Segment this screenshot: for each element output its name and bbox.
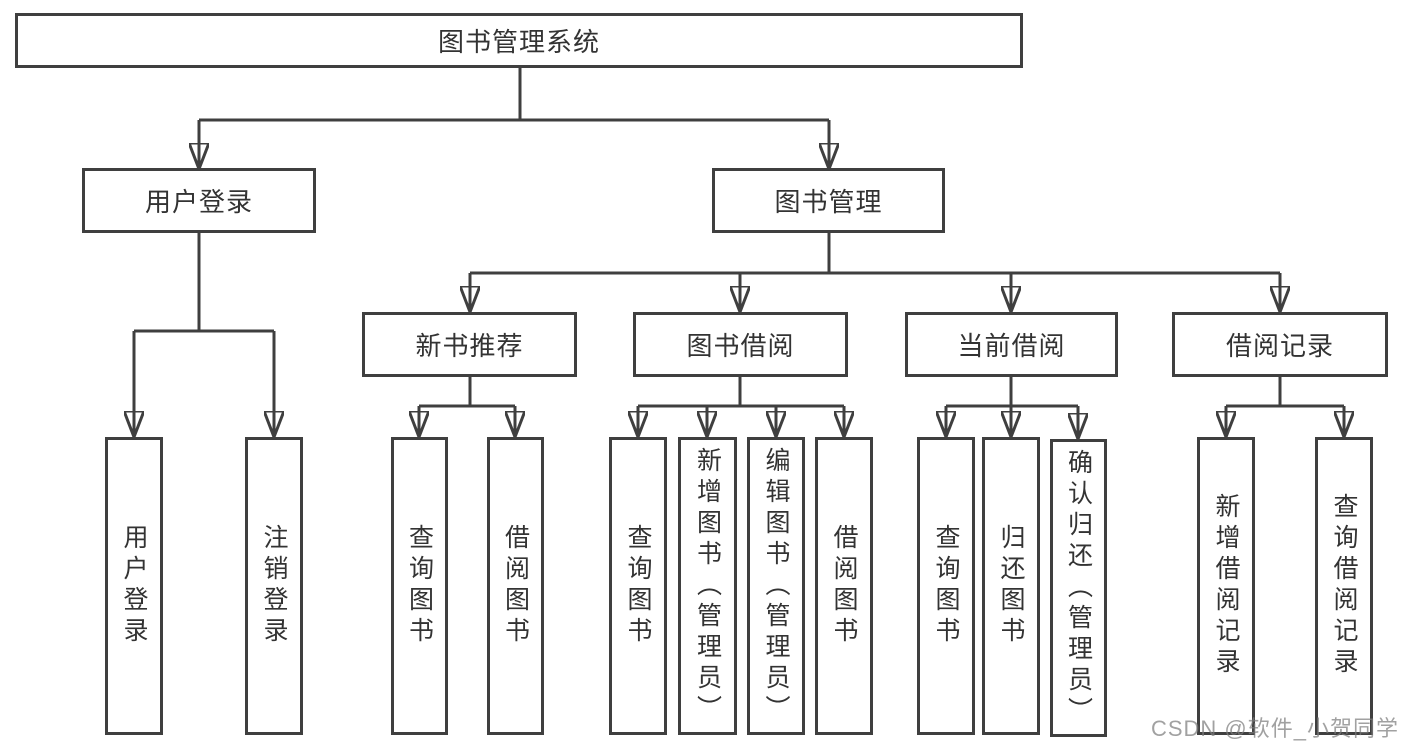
node-label: 图书借阅: [686, 331, 795, 361]
edges-current-borrow-children: [946, 377, 1078, 435]
node-new-book-recommend: 新书推荐: [362, 312, 577, 377]
node-label: 借阅图书: [830, 524, 858, 648]
node-label: 新增图书（管理员）: [693, 446, 722, 726]
node-label: 查询图书: [932, 524, 960, 648]
edges-book-management-children: [470, 233, 1280, 308]
node-label: 用户登录: [144, 187, 253, 217]
node-leaf-nbr-query-books: 查询图书: [391, 437, 448, 735]
node-leaf-logout: 注销登录: [245, 437, 303, 735]
node-label: 归还图书: [997, 524, 1025, 648]
node-leaf-bb-edit-books-admin: 编辑图书（管理员）: [747, 437, 805, 735]
node-label: 编辑图书（管理员）: [762, 446, 790, 726]
node-label: 新增借阅记录: [1212, 493, 1240, 679]
node-user-login: 用户登录: [82, 168, 316, 233]
node-label: 图书管理: [774, 187, 883, 217]
node-book-borrow: 图书借阅: [633, 312, 848, 377]
node-label: 确认归还（管理员）: [1064, 448, 1093, 728]
edges-new-book-recommend-children: [419, 377, 515, 433]
node-leaf-nbr-borrow-books: 借阅图书: [487, 437, 544, 735]
node-leaf-cb-confirm-return-admin: 确认归还（管理员）: [1050, 439, 1107, 737]
node-label: 查询图书: [405, 524, 434, 648]
csdn-watermark: CSDN @软件_小贺同学: [1150, 716, 1399, 741]
node-root: 图书管理系统: [15, 13, 1023, 68]
edges-book-borrow-children: [638, 377, 844, 433]
node-leaf-br-query-record: 查询借阅记录: [1315, 437, 1373, 735]
node-leaf-bb-query-books: 查询图书: [609, 437, 667, 735]
edges-borrow-records-children: [1226, 377, 1344, 433]
node-label: 查询图书: [624, 524, 652, 648]
node-leaf-cb-return-books: 归还图书: [982, 437, 1040, 735]
node-book-management: 图书管理: [712, 168, 945, 233]
node-leaf-bb-add-books-admin: 新增图书（管理员）: [678, 437, 737, 735]
node-label: 用户登录: [120, 524, 148, 648]
node-label: 新书推荐: [415, 331, 524, 361]
node-leaf-cb-query-books: 查询图书: [917, 437, 975, 735]
node-label: 借阅记录: [1225, 331, 1334, 361]
node-label: 借阅图书: [501, 524, 530, 648]
edges-root-to-level2: [199, 68, 829, 165]
node-label: 查询借阅记录: [1330, 493, 1358, 679]
node-leaf-br-add-record: 新增借阅记录: [1197, 437, 1255, 735]
node-leaf-user-login: 用户登录: [105, 437, 163, 735]
node-leaf-bb-borrow-books: 借阅图书: [815, 437, 873, 735]
node-label: 当前借阅: [957, 331, 1066, 361]
node-label: 注销登录: [260, 524, 288, 648]
node-borrow-records: 借阅记录: [1172, 312, 1388, 377]
node-current-borrow: 当前借阅: [905, 312, 1118, 377]
edges-user-login-children: [134, 233, 274, 433]
node-label: 图书管理系统: [437, 27, 600, 57]
